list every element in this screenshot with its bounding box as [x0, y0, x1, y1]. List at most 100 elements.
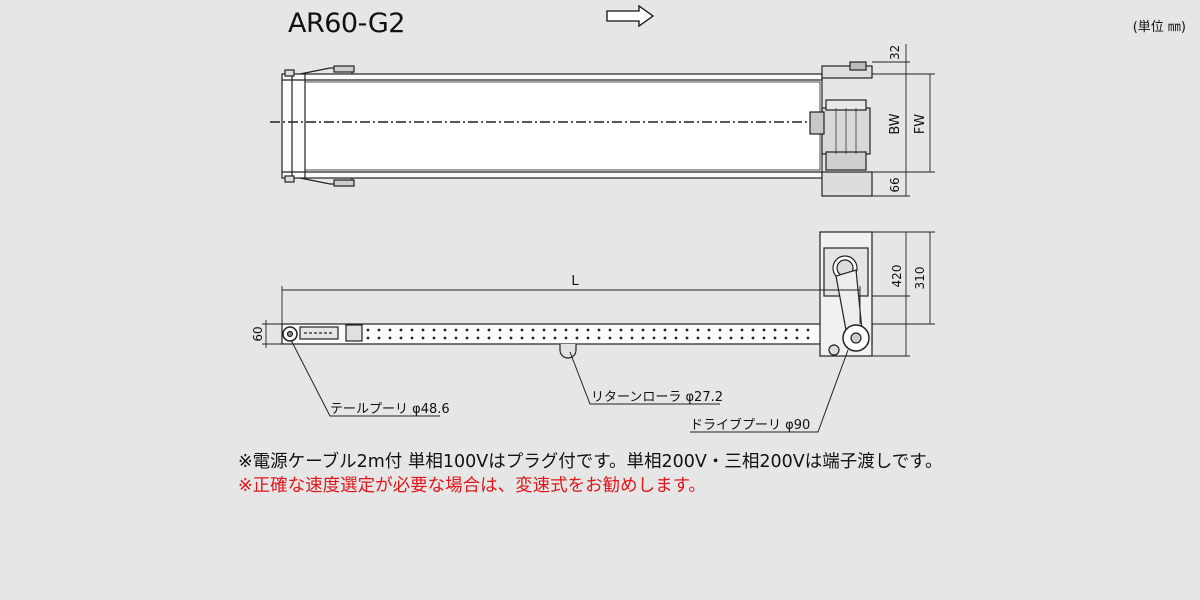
frame-hole [388, 336, 392, 340]
frame-hole [630, 336, 634, 340]
dim-66: 66 [888, 177, 902, 192]
frame-hole [707, 328, 711, 332]
frame-hole [410, 328, 414, 332]
frame-hole [795, 336, 799, 340]
frame-hole [795, 328, 799, 332]
frame-hole [432, 336, 436, 340]
frame-hole [487, 336, 491, 340]
frame-hole [641, 328, 645, 332]
frame-hole [619, 328, 623, 332]
frame-hole [674, 328, 678, 332]
dim-length: L [571, 274, 579, 289]
frame-hole [399, 336, 403, 340]
frame-hole [564, 336, 568, 340]
frame-hole [421, 328, 425, 332]
frame-hole [685, 336, 689, 340]
frame-hole [443, 328, 447, 332]
frame-hole [608, 336, 612, 340]
frame-hole [729, 328, 733, 332]
dim-420: 420 [890, 265, 904, 288]
callout-return-roller: リターンローラ φ27.2 [591, 390, 723, 405]
return-roller-icon [559, 344, 577, 359]
frame-hole [465, 336, 469, 340]
note-speed-selection: ※正確な速度選定が必要な場合は、変速式をお勧めします。 [238, 476, 706, 496]
frame-hole [531, 328, 535, 332]
frame-hole [718, 328, 722, 332]
frame-hole [630, 328, 634, 332]
frame-hole [575, 336, 579, 340]
frame-hole [388, 328, 392, 332]
frame-hole [509, 328, 513, 332]
dim-32: 32 [888, 45, 902, 60]
frame-hole [751, 336, 755, 340]
frame-hole [542, 336, 546, 340]
frame-hole [806, 336, 810, 340]
frame-hole [740, 328, 744, 332]
frame-hole [718, 336, 722, 340]
frame-hole [454, 336, 458, 340]
frame-hole [366, 328, 370, 332]
frame-hole [773, 328, 777, 332]
frame-hole [663, 336, 667, 340]
dim-310: 310 [913, 267, 927, 290]
frame-hole [366, 336, 370, 340]
frame-hole [498, 328, 502, 332]
frame-hole [476, 328, 480, 332]
frame-hole [542, 328, 546, 332]
frame-hole [443, 336, 447, 340]
frame-hole [454, 328, 458, 332]
frame-hole [487, 328, 491, 332]
frame-hole [740, 336, 744, 340]
frame-hole [564, 328, 568, 332]
model-title: AR60-G2 [288, 8, 405, 39]
frame-hole [663, 328, 667, 332]
frame-hole [586, 336, 590, 340]
frame-hole [553, 328, 557, 332]
frame-hole [399, 328, 403, 332]
frame-hole [509, 336, 513, 340]
frame-hole [652, 328, 656, 332]
frame-hole [432, 328, 436, 332]
frame-hole [762, 328, 766, 332]
frame-hole [729, 336, 733, 340]
frame-hole [421, 336, 425, 340]
dim-bw: BW [888, 113, 903, 134]
frame-hole [586, 328, 590, 332]
frame-hole [685, 328, 689, 332]
unit-label: (単位 ㎜) [1132, 20, 1186, 35]
callout-drive-pulley: ドライブプーリ φ90 [690, 417, 810, 433]
frame-hole [773, 336, 777, 340]
frame-hole [575, 328, 579, 332]
frame-hole [784, 336, 788, 340]
callout-tail-pulley: テールプーリ φ48.6 [330, 402, 450, 417]
frame-hole [553, 336, 557, 340]
frame-hole [410, 336, 414, 340]
motor-icon [809, 99, 871, 171]
frame-hole [762, 336, 766, 340]
side-frame [281, 323, 873, 345]
frame-hole [608, 328, 612, 332]
frame-hole [641, 336, 645, 340]
side-frame-holes [366, 328, 810, 340]
frame-hole [619, 336, 623, 340]
frame-hole [597, 336, 601, 340]
dim-60: 60 [251, 326, 265, 341]
frame-hole [784, 328, 788, 332]
frame-hole [520, 328, 524, 332]
frame-hole [377, 328, 381, 332]
frame-hole [707, 336, 711, 340]
frame-hole [531, 336, 535, 340]
top-view [270, 44, 935, 197]
frame-hole [674, 336, 678, 340]
dim-fw: FW [913, 114, 928, 134]
frame-hole [751, 328, 755, 332]
frame-hole [806, 328, 810, 332]
frame-hole [498, 336, 502, 340]
note-power-cable: ※電源ケーブル2m付 単相100Vはプラグ付です。単相200V・三相200Vは端… [238, 452, 943, 472]
frame-hole [597, 328, 601, 332]
frame-hole [476, 336, 480, 340]
side-view [262, 231, 935, 433]
frame-hole [652, 336, 656, 340]
frame-hole [465, 328, 469, 332]
